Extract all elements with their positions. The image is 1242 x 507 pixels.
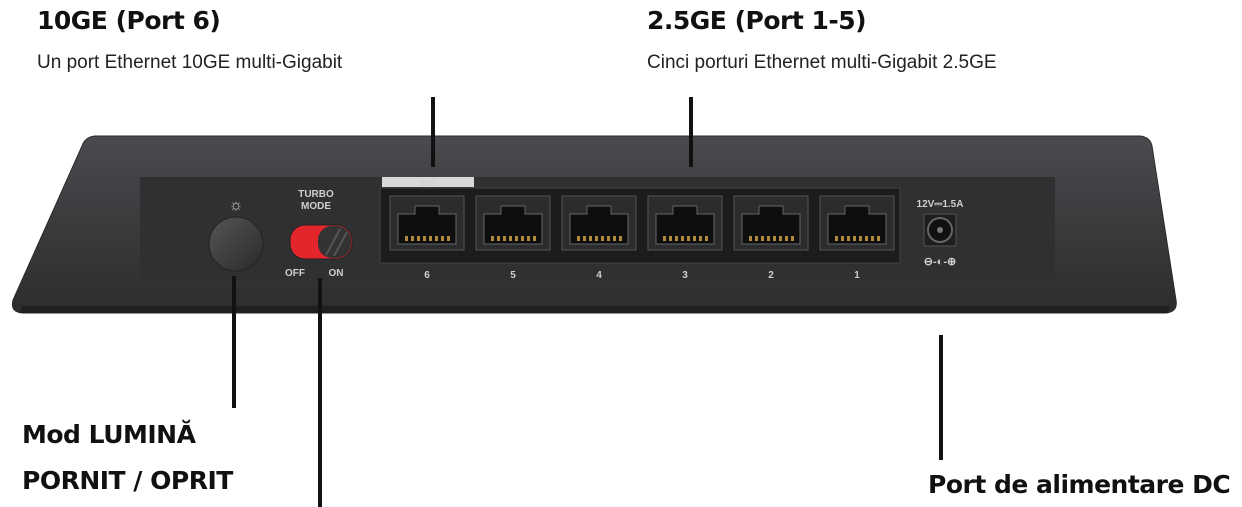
- port-number-label: 2: [768, 270, 774, 281]
- turbo-label-mode: MODE: [301, 201, 331, 212]
- leader-line-turbo: [318, 278, 322, 507]
- polarity-icon: ⊖-◐-⊕: [924, 256, 956, 268]
- leader-line-light: [232, 276, 236, 408]
- port-number-label: 3: [682, 270, 688, 281]
- ethernet-port-3[interactable]: [647, 195, 723, 251]
- ethernet-port-6[interactable]: [389, 195, 465, 251]
- ethernet-port-4[interactable]: [561, 195, 637, 251]
- ethernet-port-2[interactable]: [733, 195, 809, 251]
- leader-line-25ge: [689, 97, 693, 167]
- turbo-label: TURBO: [298, 189, 334, 200]
- port-number-label: 5: [510, 270, 516, 281]
- turbo-off-label: OFF: [285, 268, 305, 279]
- turbo-on-label: ON: [329, 268, 344, 279]
- ethernet-port-1[interactable]: [819, 195, 895, 251]
- light-bulb-icon: ☼: [229, 197, 244, 214]
- light-mode-button: [208, 216, 264, 272]
- port-number-label: 4: [596, 270, 602, 281]
- dc-power-title: Port de alimentare DC: [928, 470, 1231, 499]
- light-mode-subtitle: PORNIT / OPRIT: [22, 466, 233, 495]
- port-10ge-description: Un port Ethernet 10GE multi-Gigabit: [37, 52, 343, 73]
- port-25ge-description: Cinci porturi Ethernet multi-Gigabit 2.5…: [647, 52, 997, 73]
- ethernet-port-5[interactable]: [475, 195, 551, 251]
- power-rating-label: 12V⎓1.5A: [917, 199, 964, 210]
- port-number-label: 6: [424, 270, 430, 281]
- port-10g-badge: [382, 177, 474, 187]
- leader-line-dc: [939, 335, 943, 460]
- svg-text:10G: 10G: [420, 179, 435, 188]
- port-number-label: 1: [854, 270, 860, 281]
- leader-line-10ge: [431, 97, 435, 167]
- light-mode-title: Mod LUMINĂ: [22, 420, 196, 449]
- port-25ge-title: 2.5GE (Port 1-5): [647, 6, 867, 35]
- port-10ge-title: 10GE (Port 6): [37, 6, 221, 35]
